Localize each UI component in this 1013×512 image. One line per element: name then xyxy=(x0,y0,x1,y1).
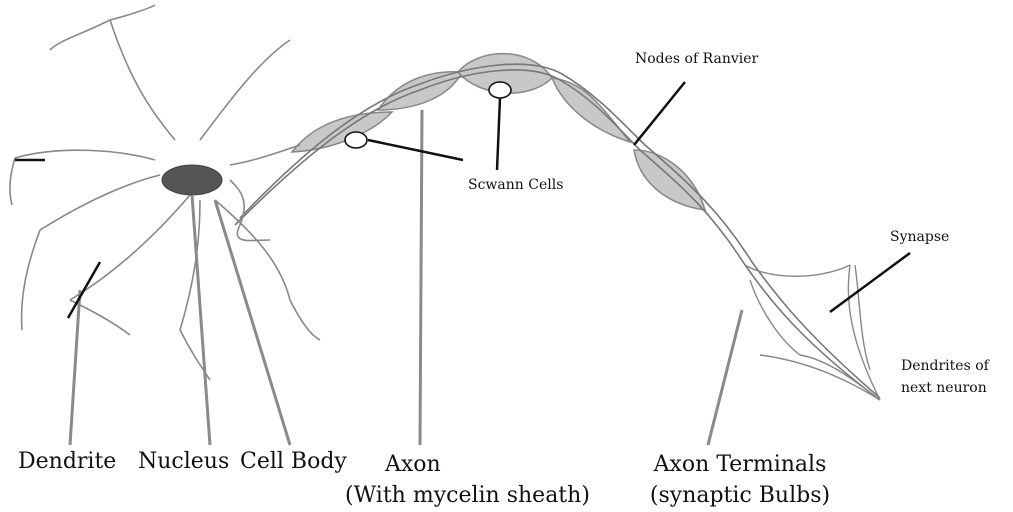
axon xyxy=(235,64,880,400)
label-schwann-cells: Scwann Cells xyxy=(468,177,563,193)
label-dendrites-next-line1: Dendrites of xyxy=(901,355,989,377)
cell-body xyxy=(10,5,320,380)
schwann-marker-left xyxy=(345,132,367,148)
label-dendrite: Dendrite xyxy=(18,449,116,474)
schwann-cell-segment-4 xyxy=(552,78,630,142)
label-axon-terminals-line1: Axon Terminals xyxy=(640,449,840,480)
leader-lines-black xyxy=(15,82,910,318)
nucleus-shape xyxy=(162,165,222,195)
schwann-marker-top xyxy=(489,82,511,98)
label-axon-line1: Axon xyxy=(345,449,595,480)
label-axon-terminals-line2: (synaptic Bulbs) xyxy=(640,480,840,511)
label-axon: Axon (With mycelin sheath) xyxy=(345,449,595,511)
schwann-cell-segment-2 xyxy=(378,72,462,110)
label-nodes-of-ranvier: Nodes of Ranvier xyxy=(635,51,758,67)
label-dendrites-next-neuron: Dendrites of next neuron xyxy=(901,355,989,399)
label-cell-body: Cell Body xyxy=(240,449,347,474)
label-synapse: Synapse xyxy=(890,229,949,245)
label-dendrites-next-line2: next neuron xyxy=(901,377,989,399)
label-nucleus: Nucleus xyxy=(138,449,229,474)
label-axon-line2: (With mycelin sheath) xyxy=(345,480,595,511)
label-axon-terminals: Axon Terminals (synaptic Bulbs) xyxy=(640,449,840,511)
